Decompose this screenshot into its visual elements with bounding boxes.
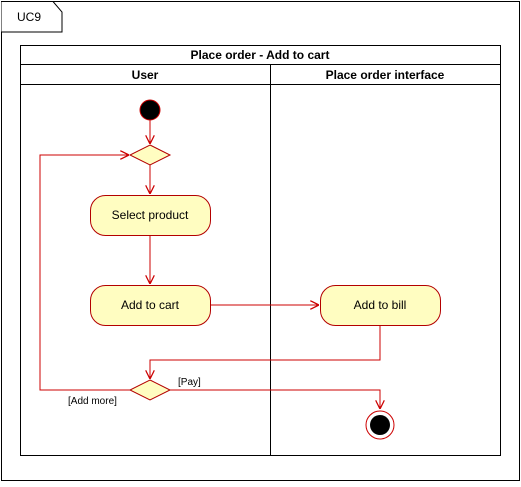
action-select-product (90, 195, 211, 236)
lane-header-interface: Place order interface (326, 68, 445, 82)
action-add-to-cart-label: Add to cart (121, 298, 180, 312)
edge-decision-to-end (170, 389, 380, 409)
action-select-product-label: Select product (112, 208, 189, 222)
pool-title: Place order - Add to cart (191, 48, 330, 62)
frame-tab (1, 1, 63, 33)
initial-node (139, 99, 161, 121)
edge-loop-back (39, 155, 130, 391)
decision-node (128, 379, 172, 401)
guard-pay: [Pay] (178, 377, 201, 388)
action-add-to-bill-label: Add to bill (354, 298, 407, 312)
edge-addbill-to-decision (150, 325, 381, 379)
pool-border (20, 45, 501, 456)
merge-node (128, 144, 172, 166)
final-node-core (370, 415, 390, 435)
lane-header-user: User (132, 68, 159, 82)
frame-label: UC9 (17, 10, 41, 24)
action-add-to-bill (320, 285, 441, 326)
action-add-to-cart (90, 285, 211, 326)
guard-add-more: [Add more] (68, 396, 117, 407)
